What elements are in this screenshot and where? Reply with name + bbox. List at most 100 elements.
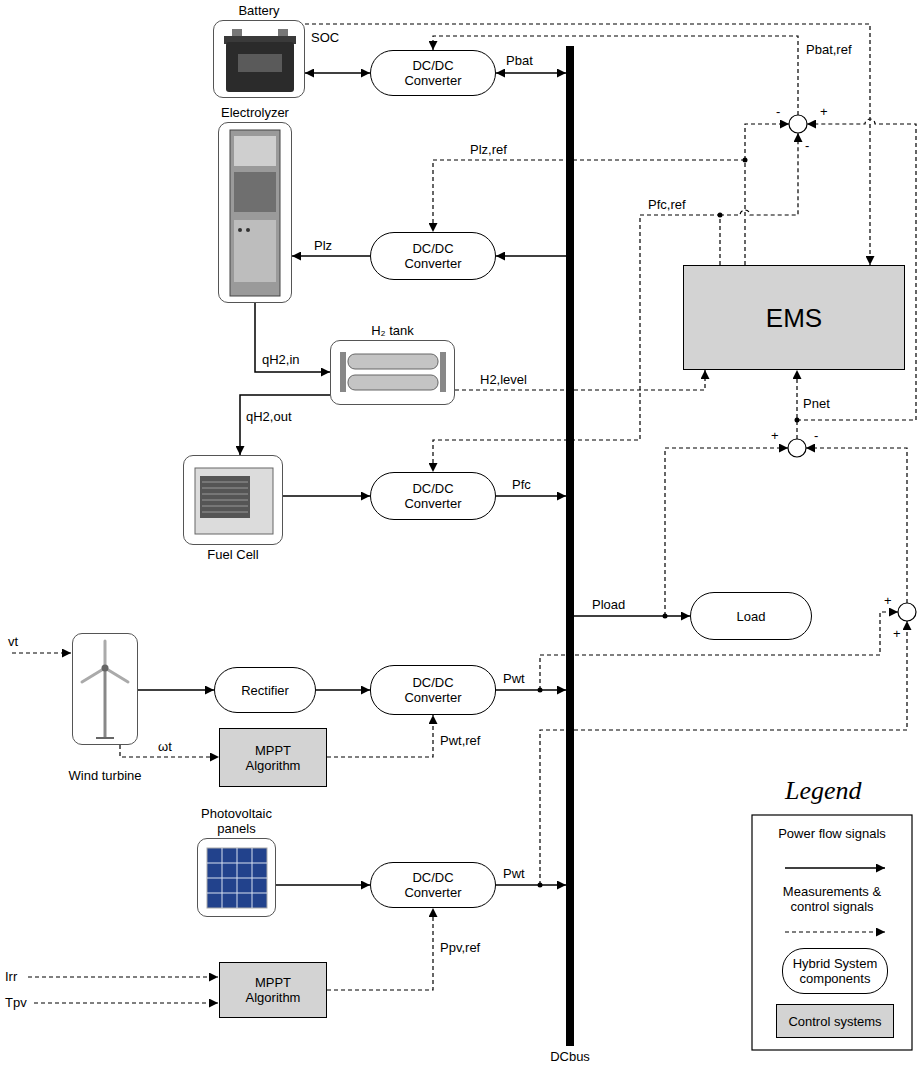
fuel-cell-grille [200, 476, 250, 518]
junction-input-wire [745, 124, 789, 160]
summing-junction [788, 439, 806, 457]
signal-connector [327, 715, 433, 757]
fuel-cell-slats [202, 482, 248, 512]
box-label: EMS [766, 303, 822, 333]
input-wire [34, 1002, 218, 1003]
signal-label: H2,level [480, 372, 527, 387]
power-connector [138, 689, 214, 691]
signal-label: + [820, 104, 828, 119]
control-wires [12, 36, 916, 1003]
power-connector [496, 72, 566, 74]
turbine-tower [104, 670, 107, 738]
component-name: Photovoltaic panels [192, 806, 282, 836]
turbine-base [96, 737, 114, 739]
legend-power-sample [785, 867, 885, 869]
signal-label: Plz [314, 238, 332, 253]
battery-sticker [238, 54, 282, 72]
electrolyzer-panel [234, 172, 276, 212]
signal-label: Pbat [506, 53, 533, 68]
net-power-wire [796, 370, 797, 439]
signal-label: Plz,ref [470, 142, 507, 157]
component-name: Wind turbine [69, 768, 142, 783]
legend-component-sample: Hybrid System components [782, 948, 888, 994]
box-label: MPPT Algorithm [233, 975, 313, 1005]
box-label: DC/DC Converter [393, 58, 473, 88]
wind-turbine-frame: Wind turbine [72, 633, 138, 745]
signal-label: vt [8, 634, 18, 649]
signal-label: Pfc [512, 477, 531, 492]
component-name: DCbus [550, 1049, 590, 1064]
battery-frame: Battery [213, 20, 305, 98]
pv-grid [207, 848, 267, 908]
junction-input-wire [540, 621, 907, 885]
signal-connector [327, 908, 433, 990]
signal-label: SOC [311, 30, 339, 45]
tank-cylinder [348, 375, 438, 390]
legend-text: Measurements & control signals [765, 884, 899, 914]
legend-frame [752, 815, 912, 1050]
power-connector [496, 689, 566, 691]
power-connector [276, 884, 370, 886]
fuel-cell-housing [195, 468, 273, 534]
power-connector [283, 495, 370, 497]
converter-box: DC/DC Converter [370, 862, 496, 908]
turbine-blades [82, 641, 128, 682]
summing-junction [898, 603, 916, 621]
power-connector [305, 72, 370, 74]
box-label: DC/DC Converter [393, 481, 473, 511]
mppt-box: MPPT Algorithm [219, 728, 327, 787]
legend-swatch: Control systems [776, 1004, 894, 1038]
component-name: Electrolyzer [221, 105, 289, 120]
box-label: DC/DC Converter [393, 241, 473, 271]
signal-connector [305, 24, 870, 265]
battery-terminal [232, 29, 242, 36]
signal-label: Pwt [503, 671, 525, 686]
signal-label: Pbat,ref [806, 42, 852, 57]
branch-dot [795, 418, 800, 423]
signal-label: Pfc,ref [648, 197, 686, 212]
signal-label: - [776, 104, 780, 119]
component-name: H₂ tank [371, 323, 414, 338]
signal-label: + [884, 593, 892, 608]
power-connector [496, 255, 566, 257]
power-connector [292, 255, 370, 257]
pv-frame: Photovoltaic panels [197, 838, 276, 917]
power-connector [316, 689, 370, 691]
legend-signal-sample [785, 931, 885, 932]
converter-box: DC/DC Converter [370, 665, 496, 715]
electrolyzer-illustration [230, 130, 280, 296]
fuel-cell-frame: Fuel Cell [183, 455, 283, 545]
signal-label: + [771, 428, 779, 443]
electrolyzer-panel [234, 220, 276, 282]
legend-title: Legend [785, 776, 862, 806]
converter-box: DC/DC Converter [370, 50, 496, 96]
signal-label: - [814, 428, 818, 443]
power-connector [496, 495, 566, 497]
signal-label: Pwt [503, 866, 525, 881]
battery-terminal [278, 29, 288, 36]
wind-turbine-illustration [82, 641, 128, 738]
junction-input-wire [720, 133, 798, 215]
box-label: DC/DC Converter [393, 870, 473, 900]
junction-input-wire [665, 448, 788, 616]
tank-bracket [440, 352, 446, 392]
signal-label: Pwt,ref [440, 733, 480, 748]
signal-connector [455, 370, 705, 390]
component-name: Fuel Cell [207, 547, 258, 562]
signal-label: qH2,in [262, 352, 300, 367]
electrolyzer-knob [238, 228, 242, 232]
signal-label: Ppv,ref [440, 940, 480, 955]
tank-frame: H₂ tank [330, 340, 455, 405]
legend-entry: Measurements & control signals [765, 884, 899, 914]
component-name: Battery [238, 3, 279, 18]
battery-body [226, 42, 294, 92]
input-wire [28, 976, 218, 977]
tank-bracket [340, 352, 346, 392]
signal-label: ωt [158, 739, 172, 754]
tank-illustration [340, 352, 446, 392]
power-connector [574, 615, 690, 617]
legend-entry: Power flow signals [770, 826, 894, 841]
legend-text: Hybrid System components [789, 956, 881, 986]
box-label: MPPT Algorithm [233, 743, 313, 773]
pv-panel [207, 848, 267, 908]
